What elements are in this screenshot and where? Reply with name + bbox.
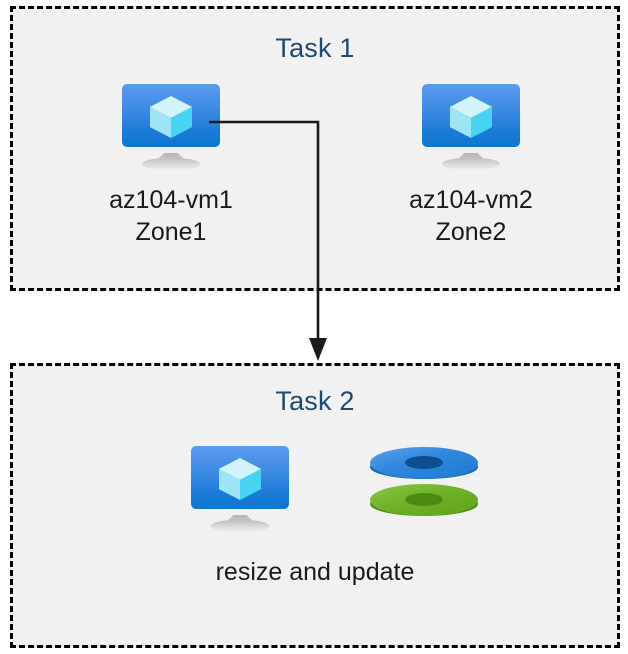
node-az104-vm2: az104-vm2 Zone2 <box>371 84 571 248</box>
managed-disks-icon <box>370 447 478 533</box>
monitor-screen <box>191 446 289 509</box>
task-1-container: Task 1 az104-vm1 Zone1 <box>10 6 620 291</box>
disk-green <box>370 484 478 526</box>
task-1-title: Task 1 <box>275 33 355 63</box>
virtual-machine-icon <box>422 84 520 172</box>
monitor-stand-base <box>442 158 500 170</box>
virtual-machine-icon <box>122 84 220 172</box>
node-az104-vm1: az104-vm1 Zone1 <box>71 84 271 248</box>
monitor-stand-base <box>211 520 269 532</box>
connector-arrowhead <box>309 338 327 361</box>
monitor-stand-base <box>142 158 200 170</box>
task-2-container: Task 2 <box>10 363 620 648</box>
virtual-machine-icon <box>191 446 289 534</box>
disk-blue-hole <box>405 456 443 469</box>
cube-glyph <box>450 96 492 138</box>
cube-glyph <box>150 96 192 138</box>
task-2-caption: resize and update <box>215 558 415 586</box>
node-az104-vm1-label: az104-vm1 Zone1 <box>109 186 233 246</box>
monitor-screen <box>122 84 220 147</box>
cube-glyph <box>219 458 261 500</box>
task-2-icon-row <box>158 446 478 534</box>
disk-green-hole <box>405 493 443 506</box>
monitor-screen <box>422 84 520 147</box>
node-az104-vm2-label: az104-vm2 Zone2 <box>409 186 533 246</box>
task-2-title: Task 2 <box>275 386 355 416</box>
disk-blue <box>370 447 478 489</box>
